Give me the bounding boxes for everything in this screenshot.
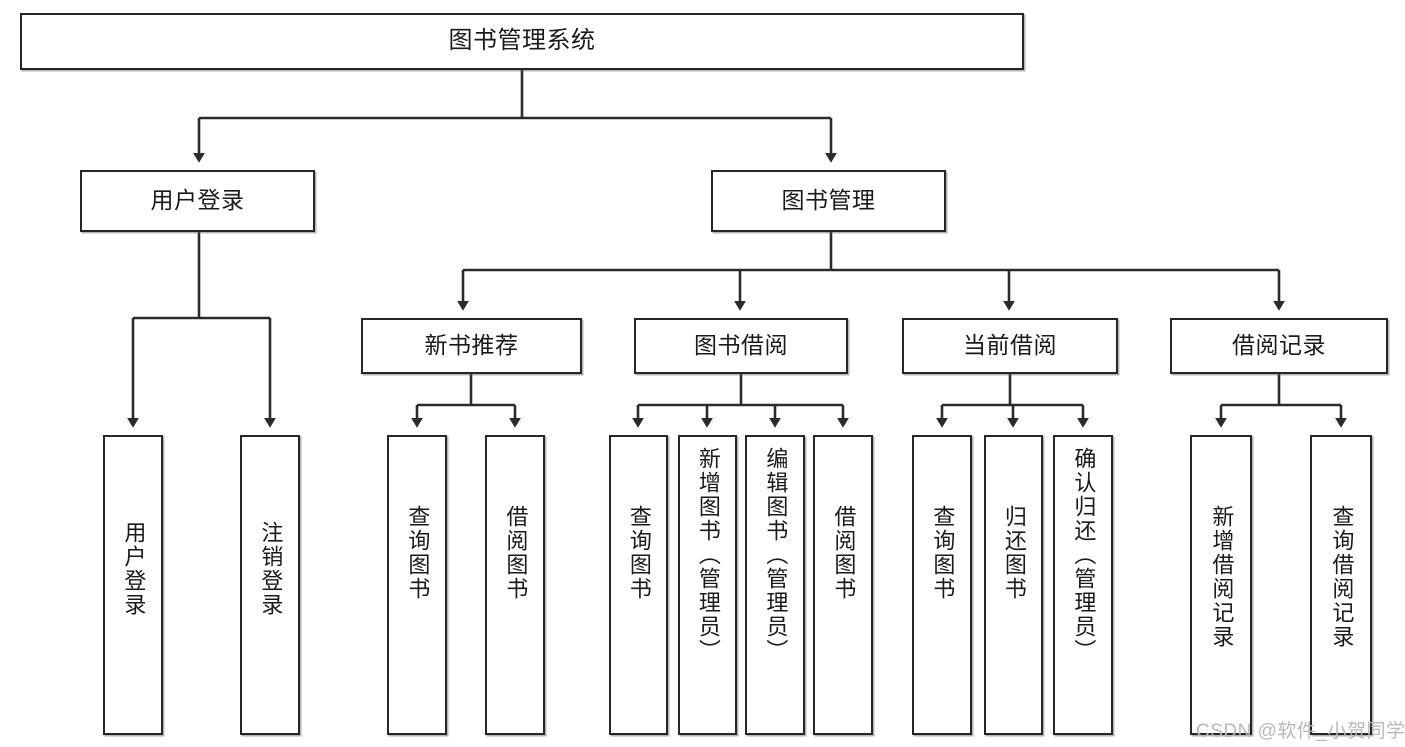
leaf-logout-login[interactable]: 注销登录 — [240, 435, 300, 735]
leaf-query-borrow-record-label: 查询借阅记录 — [1329, 505, 1355, 649]
node-new-book-recommend-label: 新书推荐 — [424, 332, 519, 359]
csdn-watermark: CSDN @软件_小贺同学 — [1196, 721, 1405, 742]
leaf-return-book-label: 归还图书 — [1001, 505, 1027, 601]
node-current-borrow[interactable]: 当前借阅 — [902, 318, 1118, 374]
node-book-management-label: 图书管理 — [781, 187, 876, 214]
leaf-add-book-admin-label: 新增图书（管理员） — [695, 447, 721, 663]
leaf-borrow-book-newbook[interactable]: 借阅图书 — [485, 435, 545, 735]
node-book-borrow[interactable]: 图书借阅 — [634, 318, 848, 374]
leaf-add-borrow-record-label: 新增借阅记录 — [1209, 505, 1235, 649]
leaf-query-book-newbook-label: 查询图书 — [405, 505, 431, 601]
leaf-query-book-borrow[interactable]: 查询图书 — [609, 435, 668, 735]
node-root-label: 图书管理系统 — [448, 27, 596, 55]
node-current-borrow-label: 当前借阅 — [963, 332, 1057, 359]
leaf-borrow-book-label: 借阅图书 — [831, 505, 857, 601]
node-book-management[interactable]: 图书管理 — [711, 170, 946, 232]
leaf-query-book-newbook[interactable]: 查询图书 — [387, 435, 447, 735]
node-root[interactable]: 图书管理系统 — [20, 13, 1024, 70]
leaf-borrow-book-newbook-label: 借阅图书 — [503, 505, 529, 601]
leaf-query-book-current-label: 查询图书 — [930, 505, 956, 601]
leaf-user-login-label: 用户登录 — [121, 521, 147, 617]
leaf-confirm-return-admin[interactable]: 确认归还（管理员） — [1053, 435, 1113, 735]
leaf-add-borrow-record[interactable]: 新增借阅记录 — [1190, 435, 1252, 735]
node-borrow-record[interactable]: 借阅记录 — [1170, 318, 1388, 374]
leaf-borrow-book[interactable]: 借阅图书 — [813, 435, 873, 735]
leaf-query-borrow-record[interactable]: 查询借阅记录 — [1310, 435, 1372, 735]
leaf-edit-book-admin[interactable]: 编辑图书（管理员） — [745, 435, 805, 735]
leaf-return-book[interactable]: 归还图书 — [984, 435, 1043, 735]
node-borrow-record-label: 借阅记录 — [1232, 332, 1326, 359]
leaf-edit-book-admin-label: 编辑图书（管理员） — [763, 447, 789, 663]
node-user-login-label: 用户登录 — [150, 187, 245, 214]
leaf-confirm-return-admin-label: 确认归还（管理员） — [1071, 447, 1097, 663]
node-user-login[interactable]: 用户登录 — [80, 170, 315, 232]
leaf-user-login[interactable]: 用户登录 — [103, 435, 163, 735]
node-book-borrow-label: 图书借阅 — [694, 332, 788, 359]
leaf-query-book-borrow-label: 查询图书 — [626, 505, 652, 601]
node-new-book-recommend[interactable]: 新书推荐 — [361, 318, 582, 374]
leaf-query-book-current[interactable]: 查询图书 — [912, 435, 972, 735]
leaf-add-book-admin[interactable]: 新增图书（管理员） — [678, 435, 737, 735]
leaf-logout-login-label: 注销登录 — [258, 521, 284, 617]
